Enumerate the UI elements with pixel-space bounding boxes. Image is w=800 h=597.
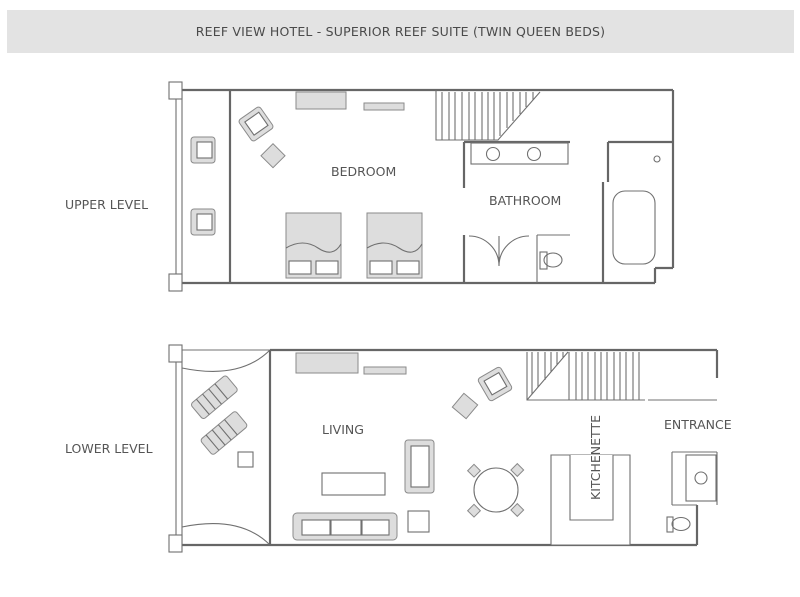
post xyxy=(168,534,183,553)
queen-bed-icon xyxy=(285,212,342,279)
entry-cabinet xyxy=(685,454,717,502)
sun-lounger-icon xyxy=(191,375,238,419)
upper-staircase xyxy=(435,90,541,141)
deck-table xyxy=(237,451,254,468)
drain-icon xyxy=(653,155,661,163)
queen-bed-icon xyxy=(366,212,423,279)
dining-table-icon xyxy=(466,462,525,518)
lower-deck xyxy=(168,344,271,553)
bathtub-icon xyxy=(612,190,656,265)
post xyxy=(168,344,183,363)
toilet-icon xyxy=(666,516,691,533)
upper-level-label: UPPER LEVEL xyxy=(65,197,148,212)
tv-unit xyxy=(295,91,347,110)
room-label-living: LIVING xyxy=(322,422,364,437)
shelf xyxy=(363,102,405,111)
sink-icon xyxy=(485,146,501,162)
balcony-chair-icon xyxy=(190,208,216,236)
tv-unit xyxy=(295,352,359,374)
vanity xyxy=(470,142,569,165)
lower-staircase xyxy=(526,351,645,401)
bedroom-furniture xyxy=(238,91,423,279)
entrance-fixtures xyxy=(666,454,717,533)
lower-level-plan: LOWER LEVEL xyxy=(65,344,732,553)
double-door xyxy=(468,235,530,267)
upper-level-plan: UPPER LEVEL xyxy=(65,81,675,292)
room-label-bathroom: BATHROOM xyxy=(489,193,561,208)
basin-icon xyxy=(694,471,708,485)
post xyxy=(168,273,183,292)
kitchenette-counter xyxy=(550,454,631,546)
armchair-icon xyxy=(238,106,274,142)
upper-walls xyxy=(228,88,675,285)
plan-title: REEF VIEW HOTEL - SUPERIOR REEF SUITE (T… xyxy=(7,10,794,53)
armchair-icon xyxy=(477,366,513,402)
room-label-bedroom: BEDROOM xyxy=(331,164,396,179)
living-furniture xyxy=(292,352,525,541)
room-label-kitchenette: KITCHENETTE xyxy=(588,415,603,500)
bathroom-fixtures xyxy=(468,142,661,270)
shelf xyxy=(363,366,407,375)
toilet-icon xyxy=(539,251,563,270)
sofa-icon xyxy=(292,512,398,541)
upper-balcony xyxy=(168,81,230,292)
armchair-icon xyxy=(404,439,435,494)
post xyxy=(168,81,183,100)
room-label-entrance: ENTRANCE xyxy=(664,417,732,432)
side-table xyxy=(451,392,479,420)
lower-level-label: LOWER LEVEL xyxy=(65,441,153,456)
sun-lounger-icon xyxy=(200,411,248,455)
coffee-table xyxy=(321,472,386,496)
side-table xyxy=(260,142,286,169)
sink-icon xyxy=(526,146,542,162)
ottoman xyxy=(407,510,430,533)
balcony-chair-icon xyxy=(190,136,216,164)
